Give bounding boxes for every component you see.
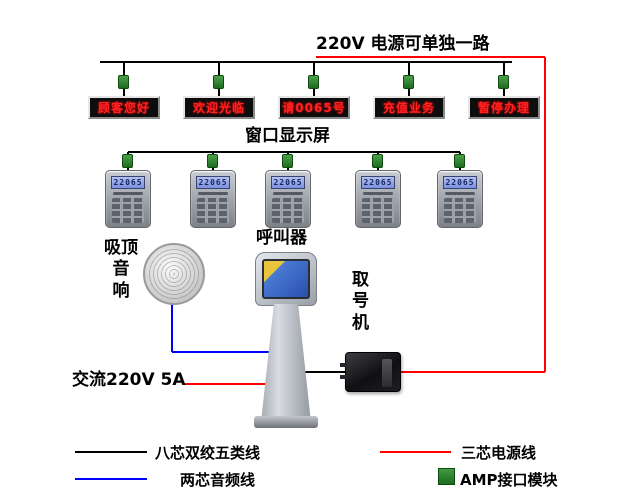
caller-caption: 呼叫器 [256, 228, 307, 248]
kiosk-body [261, 304, 311, 416]
amp-interface-module [118, 75, 129, 89]
amp-interface-module [207, 154, 218, 168]
caller-screen: 22065 [111, 176, 145, 189]
ceiling-speaker-label: 吸顶 音 响 [104, 238, 138, 301]
caller-speaker-slot [273, 192, 303, 195]
amp-module-stripe [382, 359, 392, 387]
caller-speaker-slot [363, 192, 393, 195]
caller-keypad [197, 198, 229, 223]
ticket-kiosk-label: 取 号 机 [352, 270, 369, 333]
power-wires [184, 56, 546, 453]
caller-speaker-slot [198, 192, 228, 195]
speaker-mesh [148, 248, 200, 300]
ticket-kiosk [248, 252, 324, 432]
amp-interface-module [213, 75, 224, 89]
legend-label-cat5: 八芯双绞五类线 [155, 444, 261, 462]
caller-device: 22065 [355, 170, 401, 228]
ac-power-label: 交流220V 5A [72, 370, 186, 390]
kiosk-head [255, 252, 317, 306]
legend-label-power: 三芯电源线 [461, 444, 537, 462]
caller-speaker-slot [445, 192, 475, 195]
window-display: 请0065号 [278, 96, 350, 119]
caller-keypad [112, 198, 144, 223]
window-display-caption: 窗口显示屏 [245, 126, 330, 146]
legend-label-amp: AMP接口模块 [460, 471, 558, 489]
caller-screen: 22065 [196, 176, 230, 189]
amp-interface-module [403, 75, 414, 89]
amp-interface-module [122, 154, 133, 168]
kiosk-base [254, 416, 318, 428]
caller-keypad [362, 198, 394, 223]
amp-interface-module [308, 75, 319, 89]
legend-amp-swatch [438, 468, 455, 485]
window-display: 欢迎光临 [183, 96, 255, 119]
caller-keypad [444, 198, 476, 223]
caller-screen: 22065 [361, 176, 395, 189]
caller-keypad [272, 198, 304, 223]
caller-screen: 22065 [443, 176, 477, 189]
window-display: 暂停办理 [468, 96, 540, 119]
caller-device: 22065 [190, 170, 236, 228]
caller-screen: 22065 [271, 176, 305, 189]
caller-device: 22065 [437, 170, 483, 228]
ceiling-speaker [143, 243, 205, 305]
kiosk-screen [262, 259, 310, 299]
amp-module [340, 352, 401, 392]
power-label: 220V 电源可单独一路 [316, 34, 490, 54]
audio-wires [75, 302, 270, 480]
amp-interface-module [454, 154, 465, 168]
amp-module-pins [340, 363, 346, 367]
window-display: 充值业务 [373, 96, 445, 119]
caller-speaker-slot [113, 192, 143, 195]
amp-interface-module [498, 75, 509, 89]
caller-device: 22065 [105, 170, 151, 228]
caller-device: 22065 [265, 170, 311, 228]
amp-interface-module [372, 154, 383, 168]
legend-label-audio: 两芯音频线 [180, 471, 256, 489]
window-display: 顾客您好 [88, 96, 160, 119]
amp-interface-module [282, 154, 293, 168]
